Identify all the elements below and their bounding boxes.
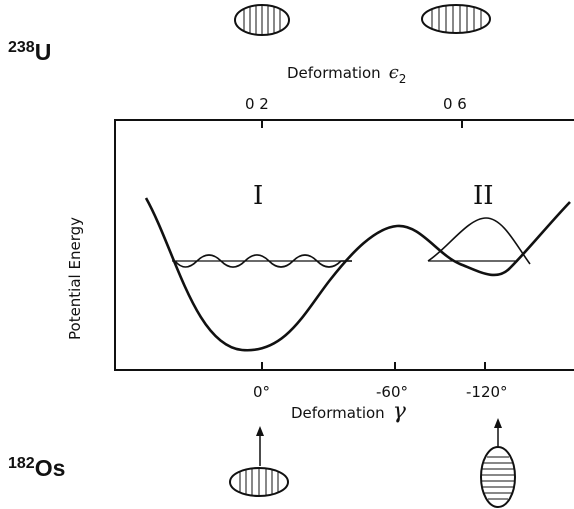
- bottom-tick-label: -120°: [466, 383, 508, 401]
- arrow-up-icon: [494, 418, 502, 448]
- well-label-ii: II: [473, 181, 494, 211]
- prolate-nucleus-icon: [421, 4, 491, 34]
- well-label-i: I: [253, 181, 263, 211]
- arrow-up-icon: [256, 426, 264, 466]
- y-axis-title: Potential Energy: [66, 217, 84, 340]
- bottom-tick-label: 0°: [253, 383, 270, 401]
- nucleus-label-u238: 238U: [8, 39, 51, 65]
- bottom-tick-label: -60°: [376, 383, 408, 401]
- plot-frame: [114, 119, 574, 371]
- well-ii-wavefunction: [427, 217, 531, 265]
- well-i-wavefunction: [174, 254, 352, 268]
- potential-energy-curve: [144, 197, 571, 352]
- oblate-nucleus-icon: [229, 467, 289, 497]
- top-tick-label: 0 2: [245, 95, 269, 113]
- oblate-nucleus-icon: [234, 4, 290, 36]
- prolate-vertical-nucleus-icon: [480, 446, 516, 508]
- nucleus-label-os182: 182Os: [8, 455, 65, 481]
- top-tick-label: 0 6: [443, 95, 467, 113]
